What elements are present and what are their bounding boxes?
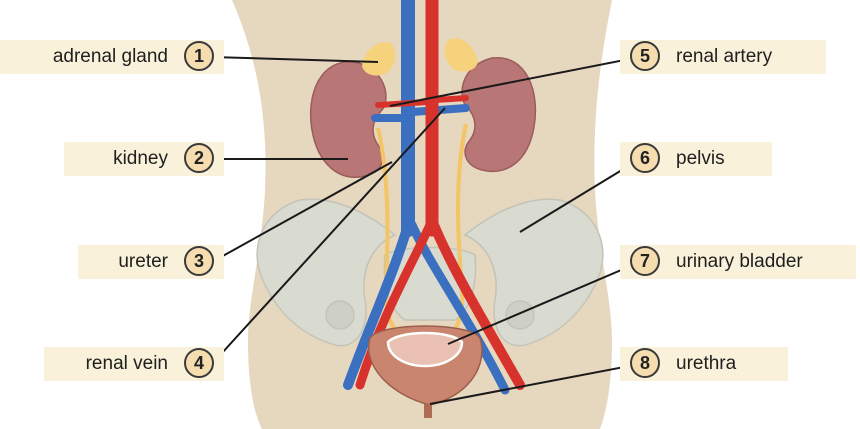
number-badge: 8 bbox=[630, 348, 660, 378]
number-badge: 6 bbox=[630, 143, 660, 173]
kidney-right bbox=[462, 58, 535, 172]
label-renal-vein: renal vein 4 bbox=[44, 347, 224, 381]
label-text: renal vein bbox=[86, 353, 168, 375]
number-badge: 7 bbox=[630, 246, 660, 276]
label-kidney: kidney 3 2 bbox=[64, 142, 224, 176]
number-badge: 2 bbox=[184, 143, 214, 173]
number-badge: 1 bbox=[184, 41, 214, 71]
number-badge: 5 bbox=[630, 41, 660, 71]
label-ureter: ureter 3 bbox=[78, 245, 224, 279]
label-adrenal-gland: adrenal gland 1 bbox=[0, 40, 224, 74]
label-text: kidney bbox=[113, 148, 168, 170]
label-text: adrenal gland bbox=[53, 46, 168, 68]
label-text: pelvis bbox=[676, 148, 725, 170]
number-badge: 4 bbox=[184, 348, 214, 378]
label-urinary-bladder: 7 urinary bladder bbox=[620, 245, 856, 279]
label-text: ureter bbox=[118, 251, 168, 273]
label-text: urethra bbox=[676, 353, 736, 375]
label-renal-artery: 5 renal artery bbox=[620, 40, 826, 74]
label-urethra: 8 urethra bbox=[620, 347, 788, 381]
label-text: urinary bladder bbox=[676, 251, 803, 273]
number-badge: 3 bbox=[184, 246, 214, 276]
label-text: renal artery bbox=[676, 46, 772, 68]
label-pelvis: 6 pelvis bbox=[620, 142, 772, 176]
